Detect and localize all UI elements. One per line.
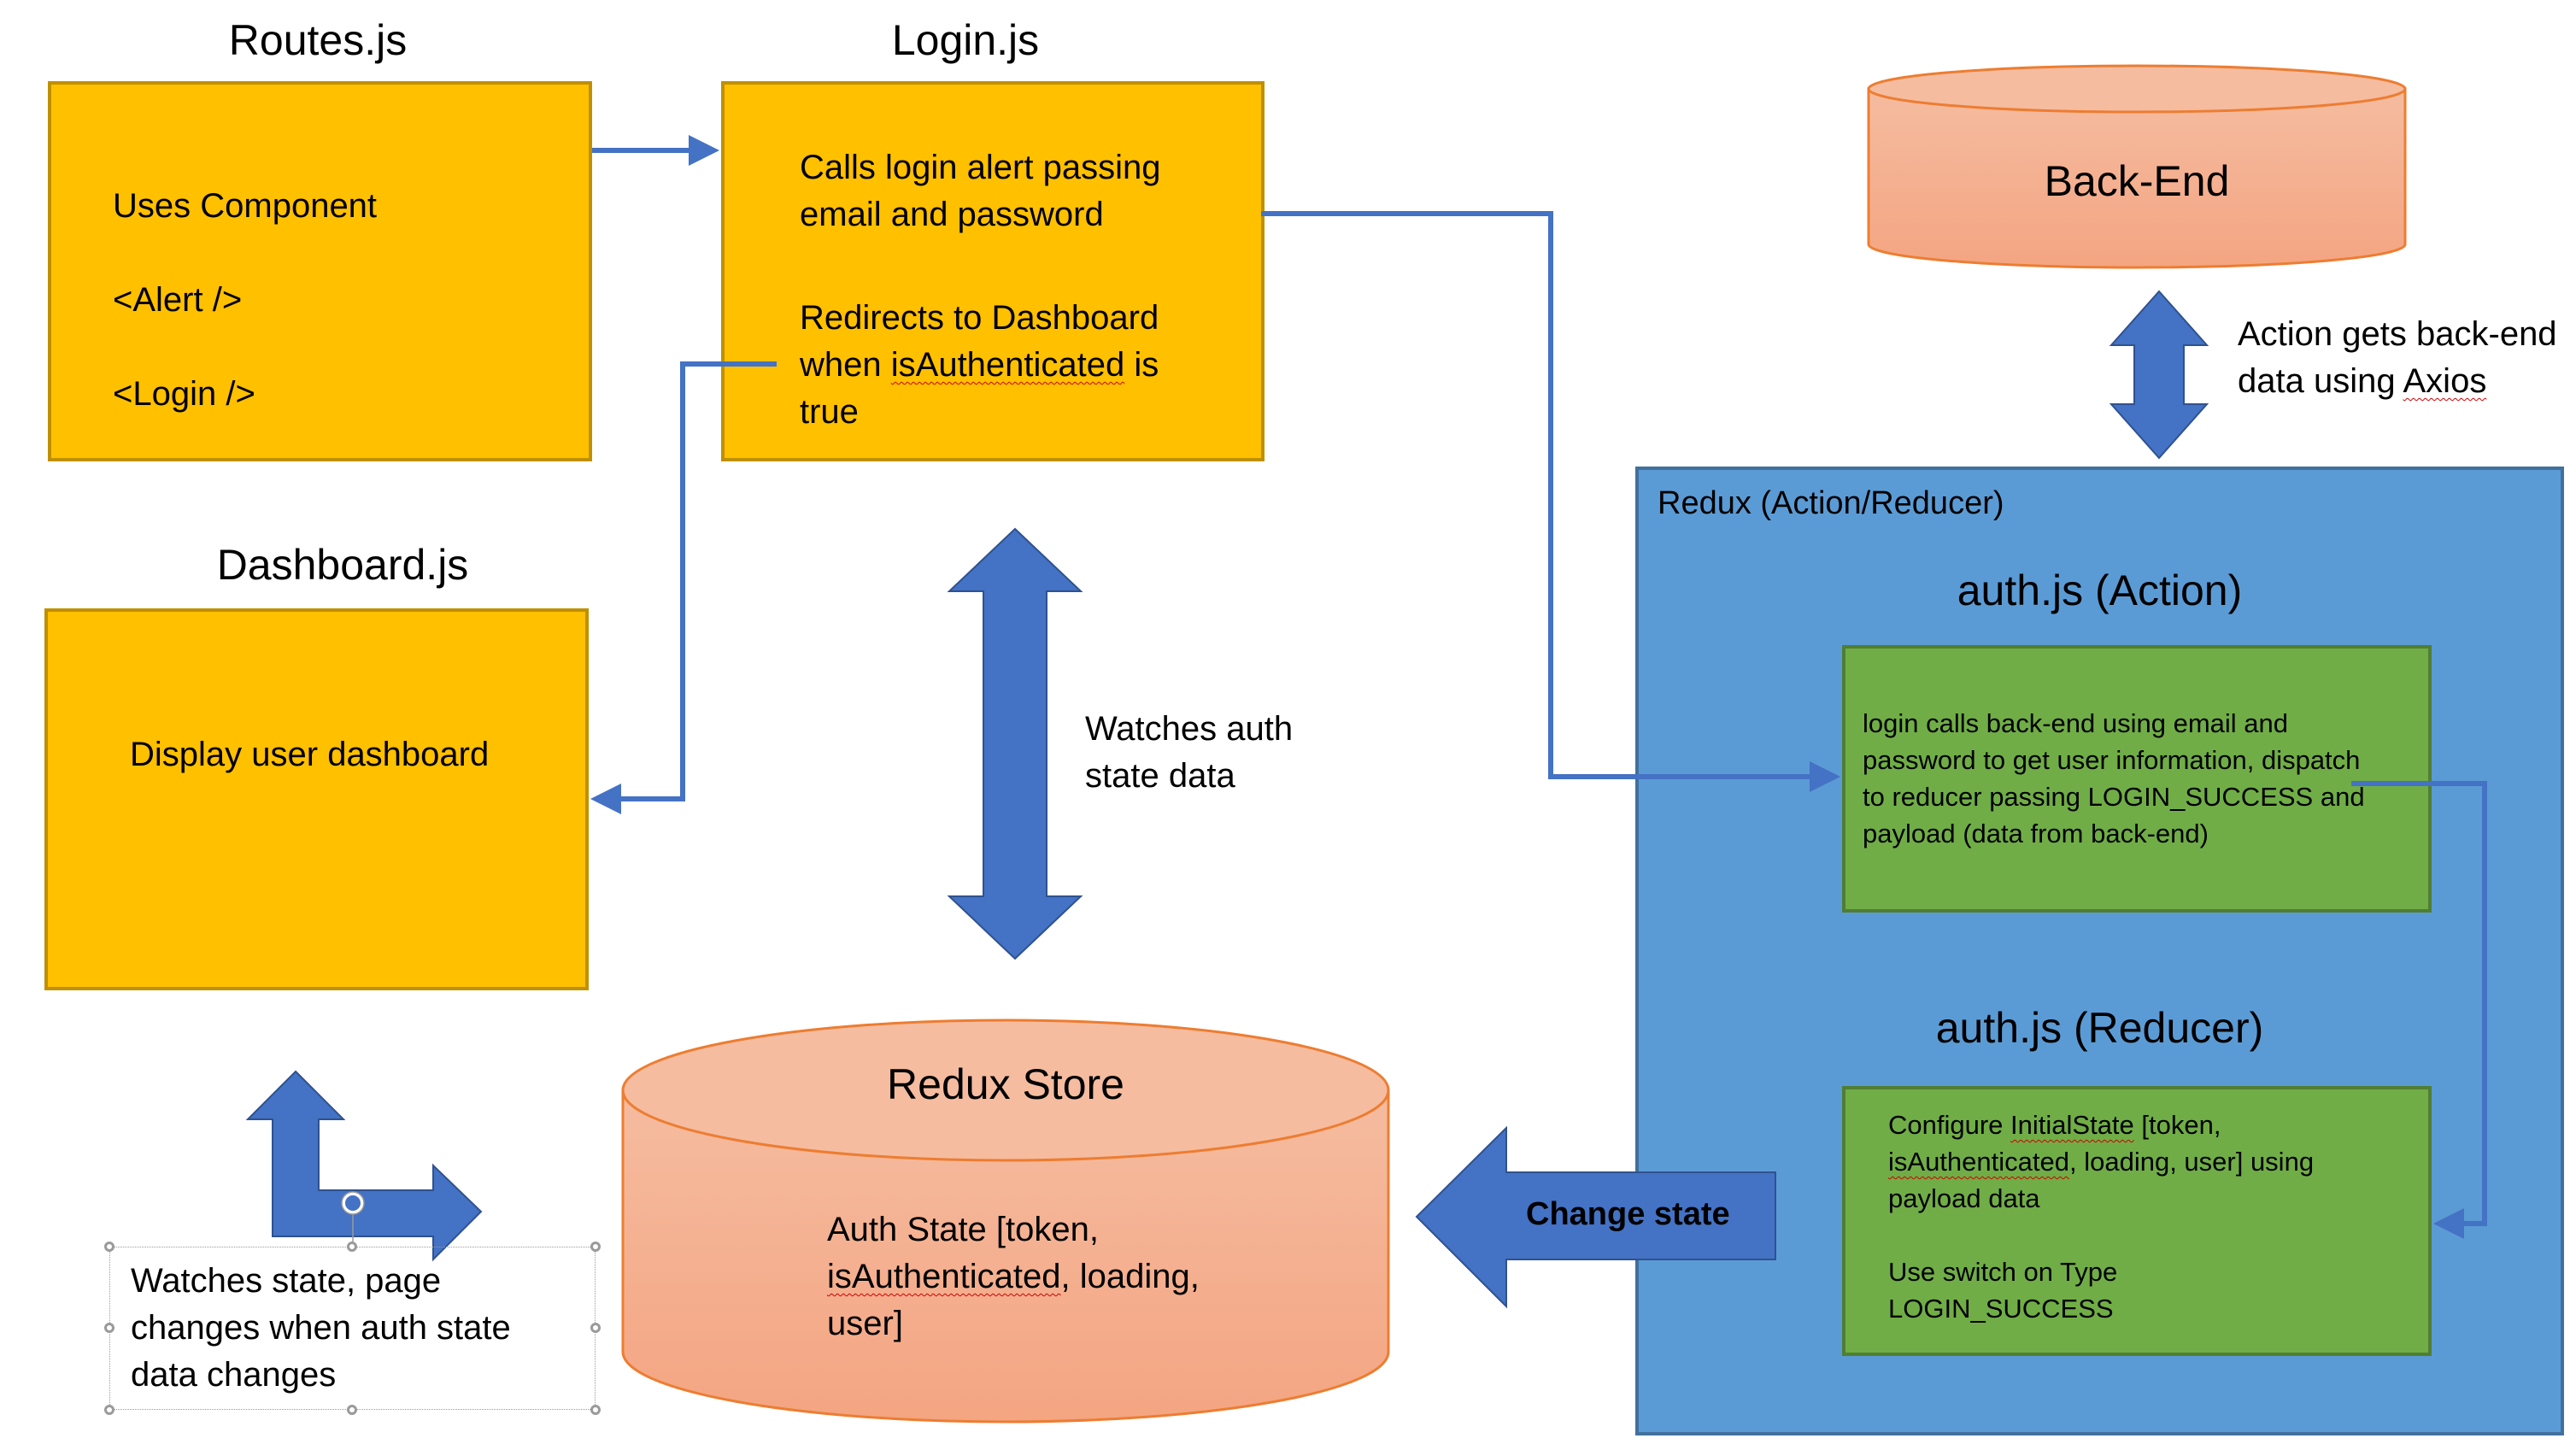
store-auth-state-text: Auth State [token, isAuthenticated, load… bbox=[827, 1206, 1200, 1347]
reducer-initialstate: InitialState bbox=[2010, 1110, 2134, 1140]
watch-note-text: Watches state, page changes when auth st… bbox=[131, 1262, 511, 1394]
login-redirect-keyword: isAuthenticated bbox=[890, 346, 1125, 384]
reducer-text-c: , loading, user] using payload data Use … bbox=[1888, 1147, 2315, 1324]
login-text-redirects: Redirects to Dashboard when isAuthentica… bbox=[800, 295, 1159, 436]
store-label: Redux Store bbox=[887, 1060, 1124, 1108]
backend-cylinder[interactable] bbox=[1867, 64, 2407, 269]
store-cylinder-top bbox=[621, 1019, 1390, 1162]
dashboard-title: Dashboard.js bbox=[216, 541, 469, 589]
auth-action-text: login calls back-end using email and pas… bbox=[1863, 708, 2365, 848]
dashboard-component-box[interactable]: Display user dashboard bbox=[44, 608, 589, 990]
resize-handle-bottom-left[interactable] bbox=[104, 1405, 114, 1415]
resize-handle-right[interactable] bbox=[590, 1323, 601, 1333]
auth-reducer-text: Configure InitialState [token, isAuthent… bbox=[1888, 1107, 2314, 1327]
backend-cylinder-body bbox=[1867, 87, 2407, 269]
watch-auth-label: Watches auth state data bbox=[1085, 710, 1294, 795]
store-isauthenticated: isAuthenticated bbox=[827, 1258, 1061, 1295]
store-text-b: , loading, user] bbox=[827, 1258, 1200, 1342]
reducer-text-a: Configure bbox=[1888, 1110, 2011, 1140]
routes-line: <Login /> bbox=[113, 375, 255, 413]
connector-login-to-dashboard bbox=[590, 361, 777, 814]
backend-axios: Axios bbox=[2403, 362, 2487, 400]
backend-label: Back-End bbox=[2044, 157, 2230, 205]
routes-title: Routes.js bbox=[228, 16, 408, 64]
routes-text: Uses Component <Alert /> <Login /> bbox=[113, 136, 377, 465]
login-title: Login.js bbox=[891, 16, 1040, 64]
routes-line: <Alert /> bbox=[113, 281, 243, 319]
backend-double-arrow bbox=[2109, 290, 2209, 460]
action-title: auth.js (Action) bbox=[1957, 566, 2243, 614]
resize-handle-top-right[interactable] bbox=[590, 1242, 601, 1252]
dashboard-text: Display user dashboard bbox=[130, 736, 490, 773]
change-state-arrow bbox=[1415, 1125, 1776, 1309]
resize-handle-left[interactable] bbox=[104, 1323, 114, 1333]
change-state-label: Change state bbox=[1526, 1196, 1730, 1232]
store-text-a: Auth State [token, bbox=[827, 1211, 1099, 1248]
reducer-title: auth.js (Reducer) bbox=[1935, 1004, 2264, 1052]
login-redirect-text-a: Redirects to Dashboard when bbox=[800, 299, 1159, 384]
redux-store-cylinder[interactable] bbox=[621, 1019, 1390, 1424]
backend-cylinder-top bbox=[1867, 64, 2407, 114]
resize-handle-top-left[interactable] bbox=[104, 1242, 114, 1252]
bent-arrow bbox=[245, 1070, 483, 1262]
resize-handle-bottom[interactable] bbox=[347, 1405, 357, 1415]
redux-container-label: Redux (Action/Reducer) bbox=[1658, 485, 2004, 521]
store-cylinder-body bbox=[621, 1089, 1390, 1424]
auth-reducer-box[interactable]: Configure InitialState [token, isAuthent… bbox=[1842, 1086, 2432, 1356]
watch-note-textbox[interactable]: Watches state, page changes when auth st… bbox=[109, 1247, 596, 1410]
auth-action-box[interactable]: login calls back-end using email and pas… bbox=[1842, 645, 2432, 913]
connector-action-to-reducer bbox=[2351, 781, 2487, 1239]
reducer-isauthenticated: isAuthenticated bbox=[1888, 1147, 2069, 1177]
login-redirect-text-b: is true bbox=[800, 346, 1159, 431]
connector-login-to-action bbox=[1261, 211, 1840, 792]
routes-component-box[interactable]: Uses Component <Alert /> <Login /> bbox=[48, 81, 592, 461]
login-text-calls: Calls login alert passing email and pass… bbox=[800, 149, 1161, 233]
resize-handle-bottom-right[interactable] bbox=[590, 1405, 601, 1415]
backend-arrow-label-a: Action gets back-end data using bbox=[2238, 315, 2557, 400]
watch-double-arrow bbox=[947, 527, 1083, 960]
login-component-box[interactable]: Calls login alert passing email and pass… bbox=[721, 81, 1265, 461]
resize-handle-top[interactable] bbox=[347, 1242, 357, 1252]
reducer-text-b: [token, bbox=[2141, 1110, 2221, 1140]
rotate-handle-icon[interactable] bbox=[341, 1191, 365, 1247]
routes-line: Uses Component bbox=[113, 187, 378, 225]
backend-arrow-label: Action gets back-end data using Axios bbox=[2238, 311, 2557, 405]
